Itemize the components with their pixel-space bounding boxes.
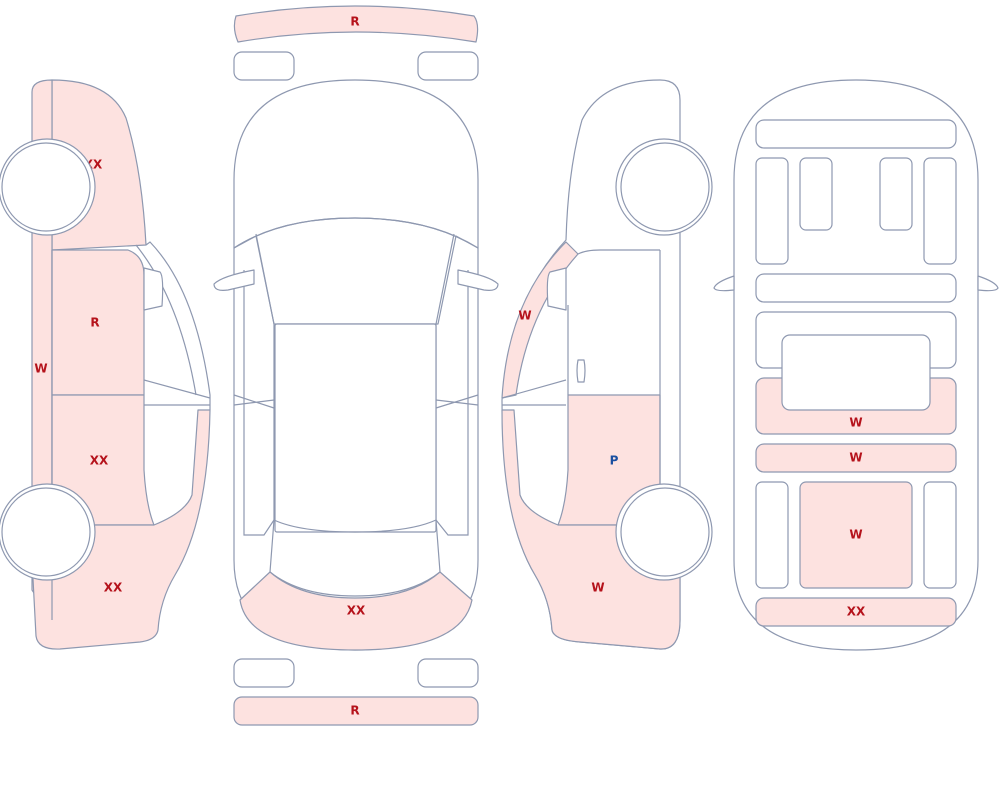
right-rear-quarter[interactable] bbox=[501, 409, 681, 650]
front-right-panel[interactable] bbox=[923, 157, 957, 265]
left-front-door-label: R bbox=[90, 316, 99, 330]
left-rocker-label: W bbox=[34, 362, 47, 376]
left-rear-quarter-label: XX bbox=[104, 581, 123, 595]
front-right-seat[interactable] bbox=[879, 157, 913, 231]
top-left-mirror[interactable] bbox=[213, 269, 255, 291]
roof[interactable] bbox=[274, 323, 437, 533]
left-rear-door-label: XX bbox=[90, 454, 109, 468]
front-left-seat[interactable] bbox=[799, 157, 833, 231]
interior-cargo-label: XX bbox=[847, 605, 866, 619]
right-a-pillar-label: W bbox=[518, 309, 531, 323]
front-right-lamp[interactable] bbox=[417, 51, 479, 81]
right-rear-wheel[interactable] bbox=[620, 487, 710, 577]
interior-cargo[interactable] bbox=[755, 597, 957, 627]
rear-seat-cushion[interactable] bbox=[781, 334, 931, 411]
rear-bumper[interactable] bbox=[233, 696, 479, 726]
interior-row2-label: W bbox=[849, 451, 862, 465]
rear-bumper-label: R bbox=[350, 704, 359, 718]
front-left-panel[interactable] bbox=[755, 157, 789, 265]
top-right-mirror[interactable] bbox=[457, 269, 499, 291]
dashboard[interactable] bbox=[755, 119, 957, 149]
interior-view bbox=[713, 79, 999, 651]
interior-row1-label: W bbox=[849, 416, 862, 430]
left-front-door[interactable] bbox=[51, 249, 145, 396]
left-rear-quarter[interactable] bbox=[31, 409, 211, 650]
interior-left-mirror[interactable] bbox=[713, 275, 735, 292]
right-front-wheel[interactable] bbox=[620, 142, 710, 232]
right-rear-quarter-label: W bbox=[591, 581, 604, 595]
center-top-view bbox=[213, 79, 499, 651]
front-bumper-label: R bbox=[350, 15, 359, 29]
rear-right-lamp[interactable] bbox=[417, 658, 479, 688]
interior-right-mirror[interactable] bbox=[977, 275, 999, 292]
hood-front-label: XX bbox=[347, 604, 366, 618]
left-rear-wheel[interactable] bbox=[1, 487, 91, 577]
right-mirror[interactable] bbox=[546, 267, 567, 311]
front-left-lamp[interactable] bbox=[233, 51, 295, 81]
interior-center-label: W bbox=[849, 528, 862, 542]
right-door-handle[interactable] bbox=[576, 359, 586, 383]
cargo-left-panel[interactable] bbox=[755, 481, 789, 589]
interior-center[interactable] bbox=[799, 481, 913, 589]
rear-left-lamp[interactable] bbox=[233, 658, 295, 688]
right-rear-door-label: P bbox=[610, 454, 619, 468]
cargo-right-panel[interactable] bbox=[923, 481, 957, 589]
hood-front[interactable] bbox=[239, 571, 473, 651]
left-front-wheel[interactable] bbox=[1, 142, 91, 232]
front-bumper[interactable] bbox=[233, 5, 479, 43]
left-mirror[interactable] bbox=[143, 267, 164, 311]
interior-row2[interactable] bbox=[755, 443, 957, 473]
console-bar[interactable] bbox=[755, 273, 957, 303]
